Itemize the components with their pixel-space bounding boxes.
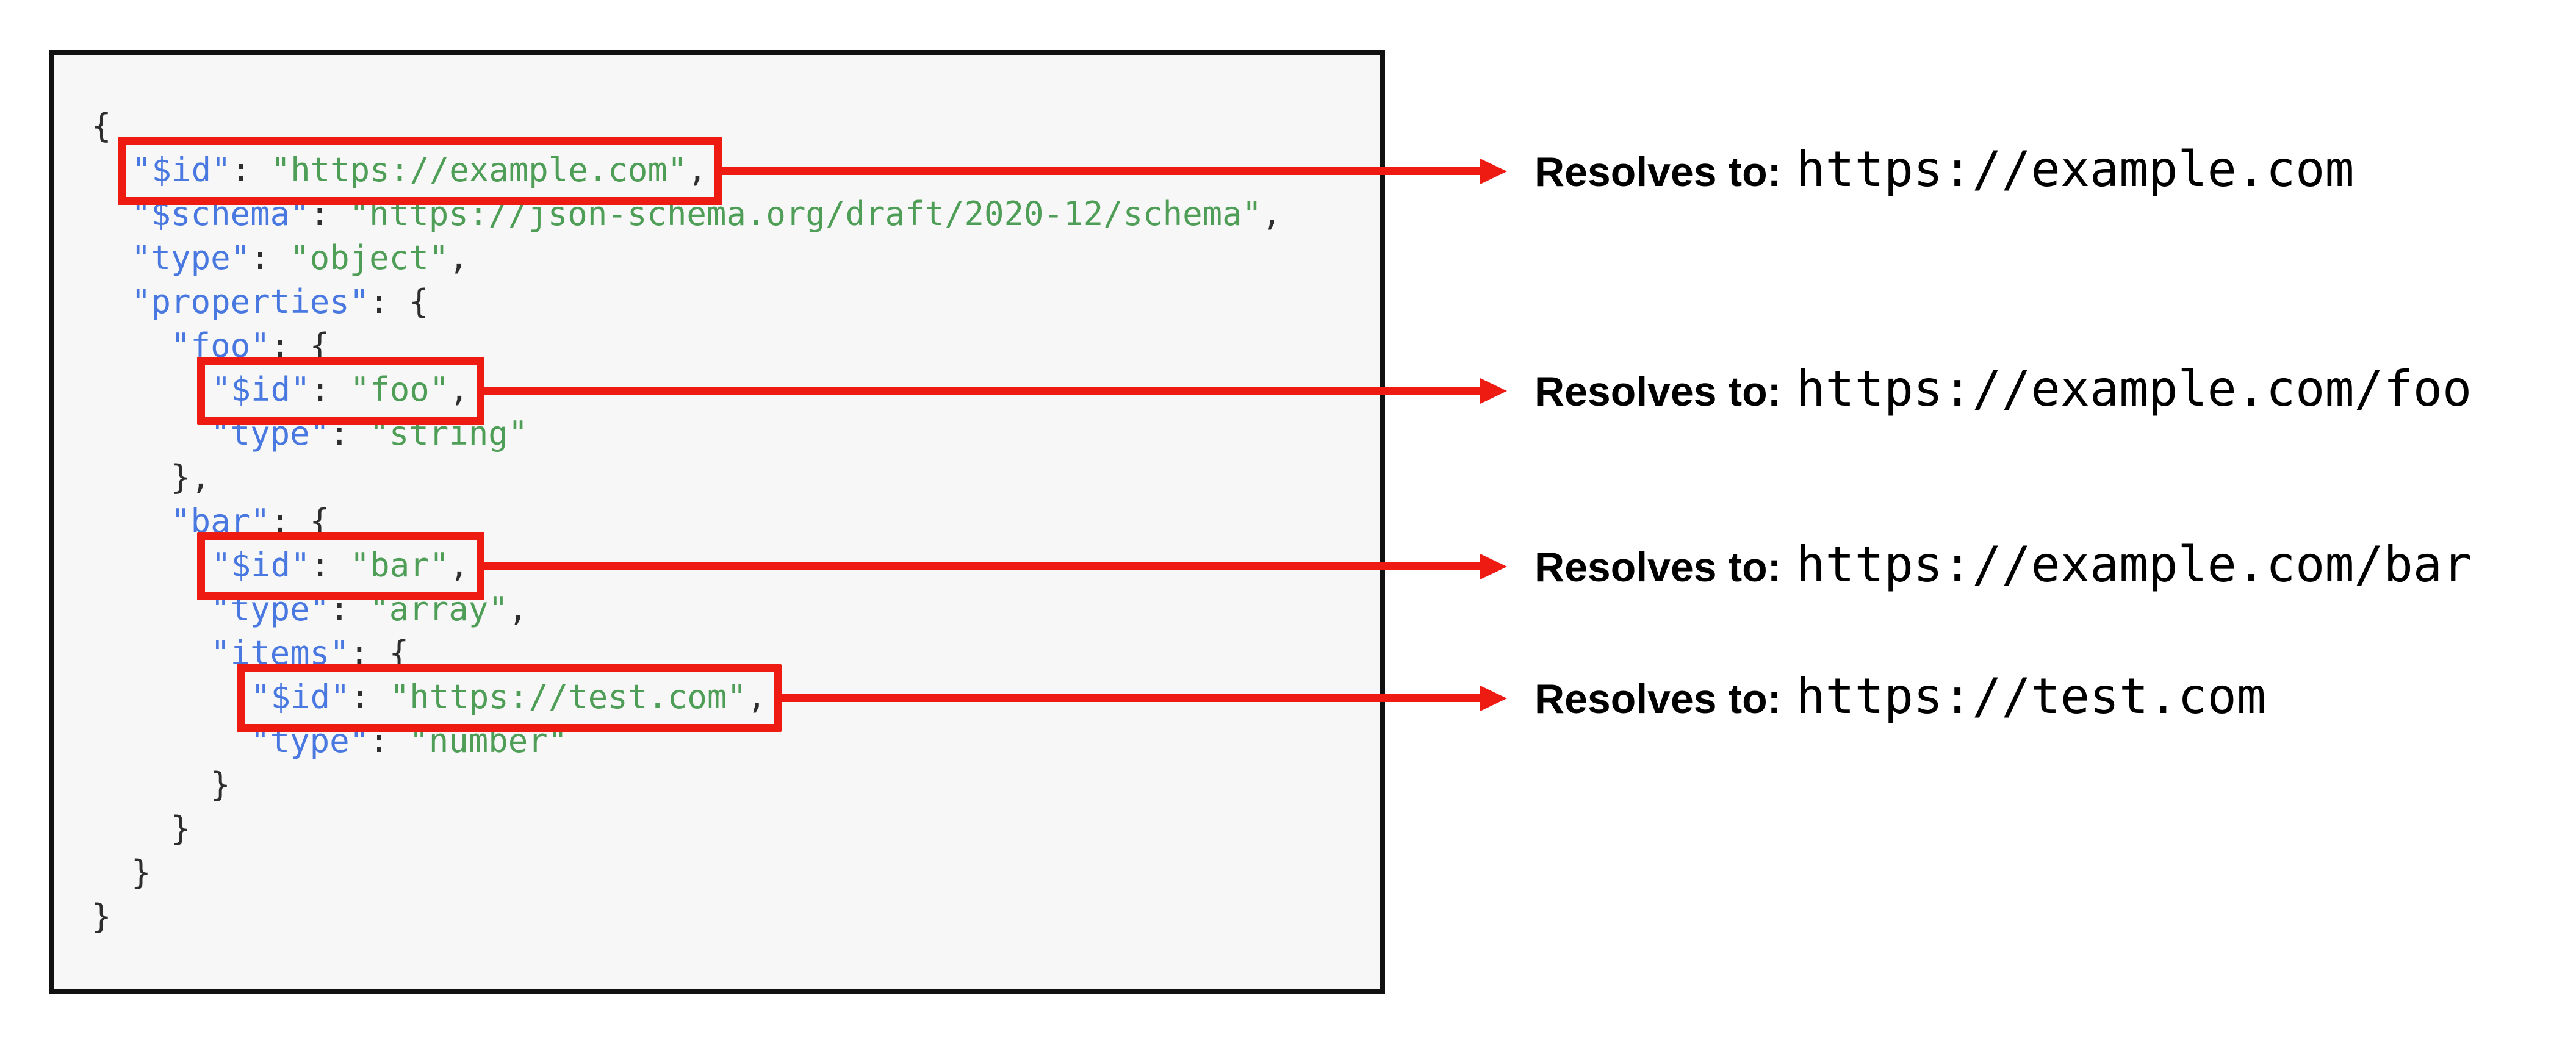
code-token-key: "$id" — [251, 678, 350, 716]
code-line: "type": "object", — [92, 236, 1368, 280]
code-token-key: "items" — [210, 634, 350, 672]
arrow-head-icon — [1480, 685, 1507, 711]
code-token-punct: , — [448, 238, 469, 277]
resolve-arrow — [721, 167, 1483, 175]
code-token-str: "https://example.com" — [270, 151, 688, 189]
code-token-punct: : — [350, 678, 390, 716]
code-token-punct: } — [131, 853, 151, 892]
resolve-arrow — [483, 387, 1483, 395]
code-line: } — [92, 895, 1368, 939]
code-line: "$id": "https://example.com", — [92, 137, 1368, 205]
code-token-punct: : — [369, 722, 409, 760]
code-token-key: "$id" — [211, 370, 311, 409]
code-token-punct: : — [310, 370, 350, 409]
resolved-url: https://test.com — [1796, 667, 2266, 725]
code-line: "$schema": "https://json-schema.org/draf… — [92, 192, 1368, 236]
code-token-punct: : — [329, 414, 370, 453]
resolved-url: https://example.com/bar — [1796, 536, 2472, 593]
code-token-punct: : — [309, 195, 350, 233]
code-token-punct: , — [1262, 195, 1282, 233]
code-token-key: "$schema" — [131, 195, 310, 233]
code-line: } — [92, 763, 1368, 807]
code-token-punct: : — [231, 151, 271, 189]
code-token-punct: , — [449, 370, 469, 409]
code-token-str: "object" — [290, 238, 449, 277]
code-token-punct: : { — [270, 326, 330, 365]
code-token-key: "foo" — [171, 326, 270, 365]
code-line: "foo": { — [92, 324, 1368, 368]
code-token-key: "type" — [250, 722, 370, 760]
code-token-key: "type" — [210, 414, 330, 453]
code-line: "$id": "bar", — [92, 532, 1368, 600]
code-token-punct: : { — [270, 502, 330, 540]
code-token-punct: } — [171, 809, 191, 848]
code-token-str: "foo" — [350, 370, 450, 409]
code-line: "$id": "https://test.com", — [92, 664, 1368, 732]
code-line: "type": "number" — [92, 719, 1368, 763]
code-token-punct: : — [250, 238, 290, 277]
id-highlight-box: "$id": "https://example.com", — [118, 137, 722, 205]
code-token-punct: } — [92, 897, 112, 936]
code-line: "type": "array", — [92, 587, 1368, 631]
resolve-arrow — [780, 694, 1483, 702]
code-token-key: "$id" — [132, 151, 231, 189]
code-line: "bar": { — [92, 500, 1368, 543]
resolve-label: Resolves to: — [1534, 148, 1782, 195]
code-token-punct: : — [329, 590, 370, 628]
id-highlight-box: "$id": "bar", — [197, 532, 484, 600]
code-line: "$id": "foo", — [92, 357, 1368, 425]
resolve-label: Resolves to: — [1534, 543, 1782, 590]
code-token-punct: }, — [171, 458, 211, 496]
code-token-str: "string" — [369, 414, 528, 453]
schema-code-block: { "$id": "https://example.com", "$schema… — [49, 50, 1385, 994]
resolve-annotation: Resolves to: https://example.com/bar — [1534, 536, 2472, 592]
code-token-punct: , — [746, 678, 767, 716]
arrow-head-icon — [1480, 158, 1507, 184]
code-line: } — [92, 851, 1368, 895]
code-token-punct: } — [210, 765, 231, 804]
resolve-label: Resolves to: — [1534, 368, 1782, 415]
code-line: } — [92, 807, 1368, 851]
code-token-punct: , — [687, 151, 707, 189]
code-line: "items": { — [92, 631, 1368, 675]
code-token-key: "properties" — [131, 282, 370, 321]
id-highlight-box: "$id": "foo", — [197, 357, 484, 425]
code-line: }, — [92, 456, 1368, 500]
code-token-punct: , — [508, 590, 528, 628]
code-token-key: "type" — [131, 238, 251, 277]
resolved-url: https://example.com/foo — [1796, 360, 2472, 417]
arrow-head-icon — [1480, 378, 1507, 404]
code-line: "properties": { — [92, 280, 1368, 324]
code-token-key: "type" — [210, 590, 330, 628]
code-token-punct: { — [92, 107, 112, 145]
resolve-annotation: Resolves to: https://example.com/foo — [1534, 360, 2472, 417]
code-line: "type": "string" — [92, 412, 1368, 456]
code-token-punct: : { — [349, 634, 409, 672]
resolved-url: https://example.com — [1796, 140, 2355, 198]
code-token-str: "number" — [409, 722, 568, 760]
arrow-head-icon — [1480, 553, 1507, 579]
code-token-punct: : { — [369, 282, 429, 321]
code-token-key: "$id" — [211, 546, 311, 584]
code-token-str: "https://test.com" — [389, 678, 747, 716]
resolve-annotation: Resolves to: https://test.com — [1534, 667, 2266, 724]
resolve-label: Resolves to: — [1534, 675, 1782, 722]
code-token-punct: , — [449, 546, 469, 584]
code-token-str: "array" — [369, 590, 508, 628]
code-token-key: "bar" — [171, 502, 270, 540]
resolve-annotation: Resolves to: https://example.com — [1534, 140, 2354, 197]
code-token-punct: : — [310, 546, 350, 584]
json-schema-code: { "$id": "https://example.com", "$schema… — [54, 55, 1380, 939]
code-line: { — [92, 104, 1368, 148]
resolve-arrow — [483, 562, 1483, 570]
code-token-str: "bar" — [350, 546, 450, 584]
code-token-str: "https://json-schema.org/draft/2020-12/s… — [349, 195, 1262, 233]
id-highlight-box: "$id": "https://test.com", — [237, 664, 782, 732]
